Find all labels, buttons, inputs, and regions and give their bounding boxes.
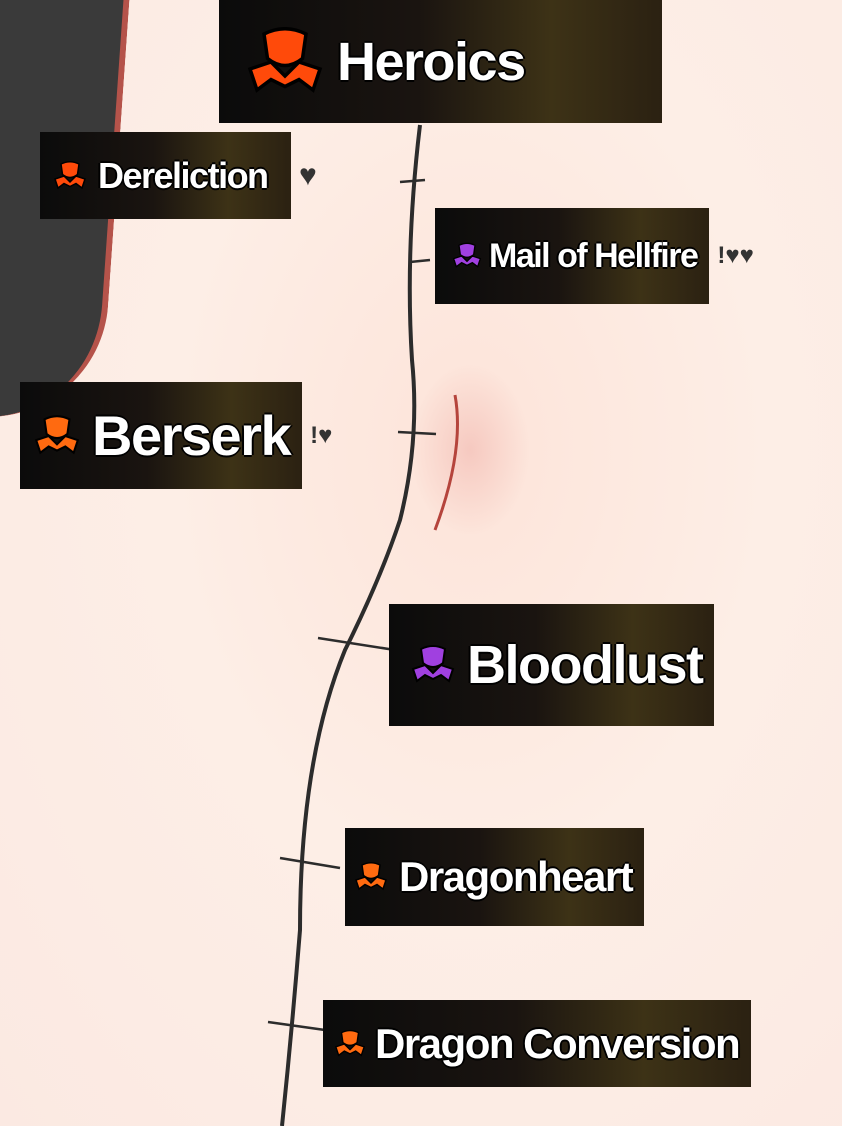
heart-mark: !♥	[310, 421, 333, 449]
heroic-icon	[452, 242, 482, 268]
title-label: Heroics	[219, 0, 662, 123]
item-dereliction: Dereliction	[40, 132, 291, 219]
item-dragonheart: Dragonheart	[345, 828, 645, 926]
heroic-icon	[54, 160, 86, 189]
item-bloodlust: Bloodlust	[389, 604, 715, 726]
heroic-icon	[355, 862, 387, 890]
heart-mark: ♥	[299, 158, 317, 192]
item-mail-of-hellfire: Mail of Hellfire	[435, 208, 710, 304]
heroic-icon	[248, 26, 322, 92]
heroic-icon	[35, 414, 79, 454]
heroic-icon	[412, 645, 454, 682]
item-label: Dragonheart	[399, 853, 634, 900]
item-label: Bloodlust	[467, 635, 704, 695]
item-label: Dereliction	[98, 154, 269, 196]
heart-mark: !♥♥	[717, 242, 754, 269]
item-label: Berserk	[92, 404, 292, 467]
heroic-icon	[335, 1029, 365, 1056]
item-dragon-conversion: Dragon Conversion	[323, 1000, 752, 1087]
item-berserk: Berserk	[20, 382, 303, 489]
item-label: Dragon Conversion	[375, 1019, 741, 1067]
item-label: Mail of Hellfire	[489, 236, 699, 275]
title-text: Heroics	[337, 31, 526, 92]
